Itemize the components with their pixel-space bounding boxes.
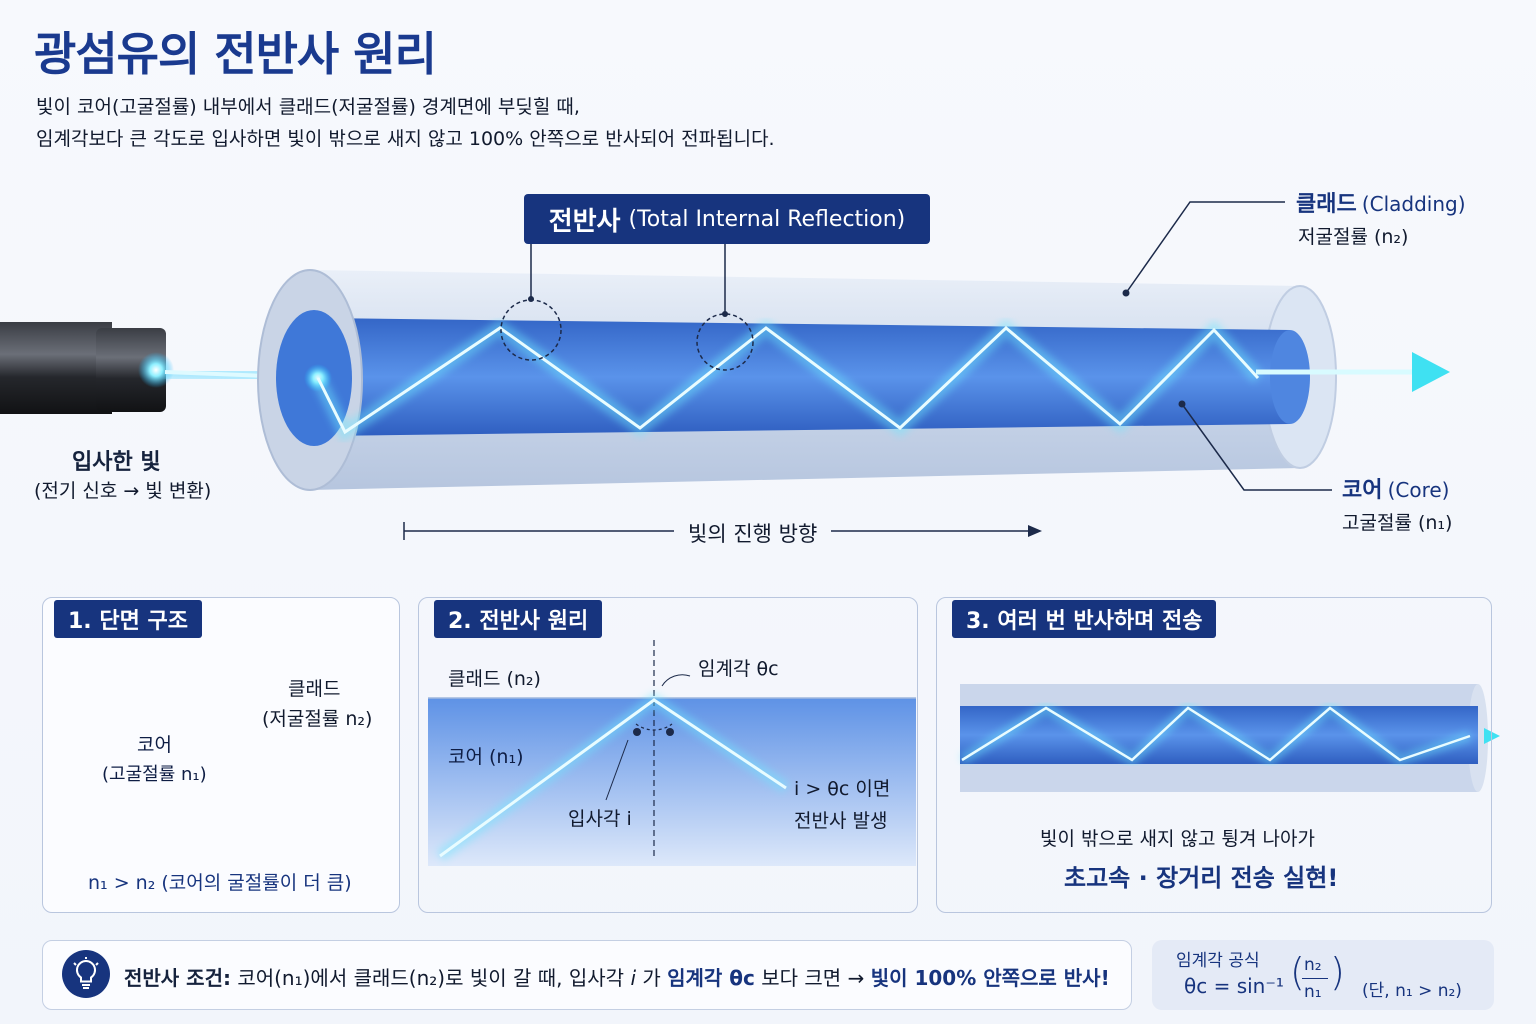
formula-den: n₁ [1304,982,1322,1002]
cladding-sub: 저굴절률 (n₂) [1298,226,1409,248]
panel-multi-reflection [936,597,1492,913]
formula-box [1152,940,1494,1010]
multi-reflection-diagram [959,684,1500,792]
panel-1-tag: 1. 단면 구조 [54,600,202,638]
formula-paren-left: ( [1290,950,1305,994]
tir-badge: 전반사 (Total Internal Reflection) [524,194,930,244]
tir-callout-circle-2 [696,313,754,371]
core-title: 코어 [1342,478,1383,503]
p1-core-sub: (고굴절률 n₁) [102,764,207,785]
formula-lhs: θc = sin⁻¹ [1184,974,1284,998]
p3-line-2: 초고속 · 장거리 전송 실현! [1064,864,1339,892]
zigzag-light-path [311,318,1264,443]
arrow-right-icon [1412,352,1450,392]
formula-label: 임계각 공식 [1176,951,1260,971]
tir-condition-text: 전반사 조건: 코어(n₁)에서 클래드(n₂)로 빛이 갈 때, 입사각 i … [124,962,1110,991]
input-light-title: 입사한 빛 [72,450,161,475]
panel-3-tag: 3. 여러 번 반사하며 전송 [952,600,1217,638]
tir-badge-en: (Total Internal Reflection) [628,206,906,232]
p2-incident-angle: 입사각 i [568,808,632,830]
fiber-cylinder [257,269,1337,491]
formula-paren-right: ) [1330,950,1345,994]
p3-line-1: 빛이 밖으로 새지 않고 튕겨 나아가 [1040,828,1315,850]
cond-a: 코어(n₁)에서 클래드(n₂)로 빛이 갈 때, 입사각 [237,966,625,990]
p1-note: n₁ > n₂ (코어의 굴절률이 더 큼) [88,872,352,894]
cond-i: i [630,966,636,990]
p2-critical-angle: 임계각 θc [698,658,779,680]
cond-e: 빛이 100% 안쪽으로 반사! [870,966,1110,990]
tir-condition-bar [42,940,1132,1010]
subtitle-line-1: 빛이 코어(고굴절률) 내부에서 클래드(저굴절률) 경계면에 부딪힐 때, [36,96,580,118]
formula-num: n₂ [1304,955,1322,975]
panel-2-tag: 2. 전반사 원리 [434,600,603,638]
p2-condition-1: i > θc 이면 [794,778,891,800]
panel-tir-principle [418,597,918,913]
page-title: 광섬유의 전반사 원리 [34,27,437,81]
p2-cladding: 클래드 (n₂) [448,668,541,690]
core-title-en: (Core) [1387,478,1450,502]
core-label: 코어 (Core) [1342,472,1449,504]
fiber-cable [0,322,174,414]
cladding-title-en: (Cladding) [1361,192,1466,216]
cond-d: 보다 크면 → [761,966,865,990]
direction-label: 빛의 진행 방향 [674,518,832,548]
p1-cladding-sub: (저굴절률 n₂) [262,708,373,730]
cond-b: 가 [642,966,661,990]
cladding-label: 클래드 (Cladding) [1296,186,1466,218]
formula-bar [1302,978,1328,979]
tir-principle-diagram [428,640,916,866]
core-sub: 고굴절률 (n₁) [1342,512,1453,534]
p1-core-label: 코어 [137,734,172,756]
cladding-title: 클래드 [1296,192,1357,217]
p1-cladding-label: 클래드 [288,678,341,700]
input-light-sub: (전기 신호 → 빛 변환) [34,480,212,502]
fiber-core [320,318,1290,436]
tir-badge-ko: 전반사 [548,206,621,237]
cond-label: 전반사 조건: [124,966,231,990]
cond-c: 임계각 θc [667,966,755,990]
p2-core: 코어 (n₁) [448,746,524,768]
p2-condition-2: 전반사 발생 [794,810,888,832]
subtitle-line-2: 임계각보다 큰 각도로 입사하면 빛이 밖으로 새지 않고 100% 안쪽으로 … [36,128,775,150]
lightbulb-icon [62,950,110,998]
formula-note: (단, n₁ > n₂) [1362,981,1462,1001]
panel-cross-section [42,597,400,913]
